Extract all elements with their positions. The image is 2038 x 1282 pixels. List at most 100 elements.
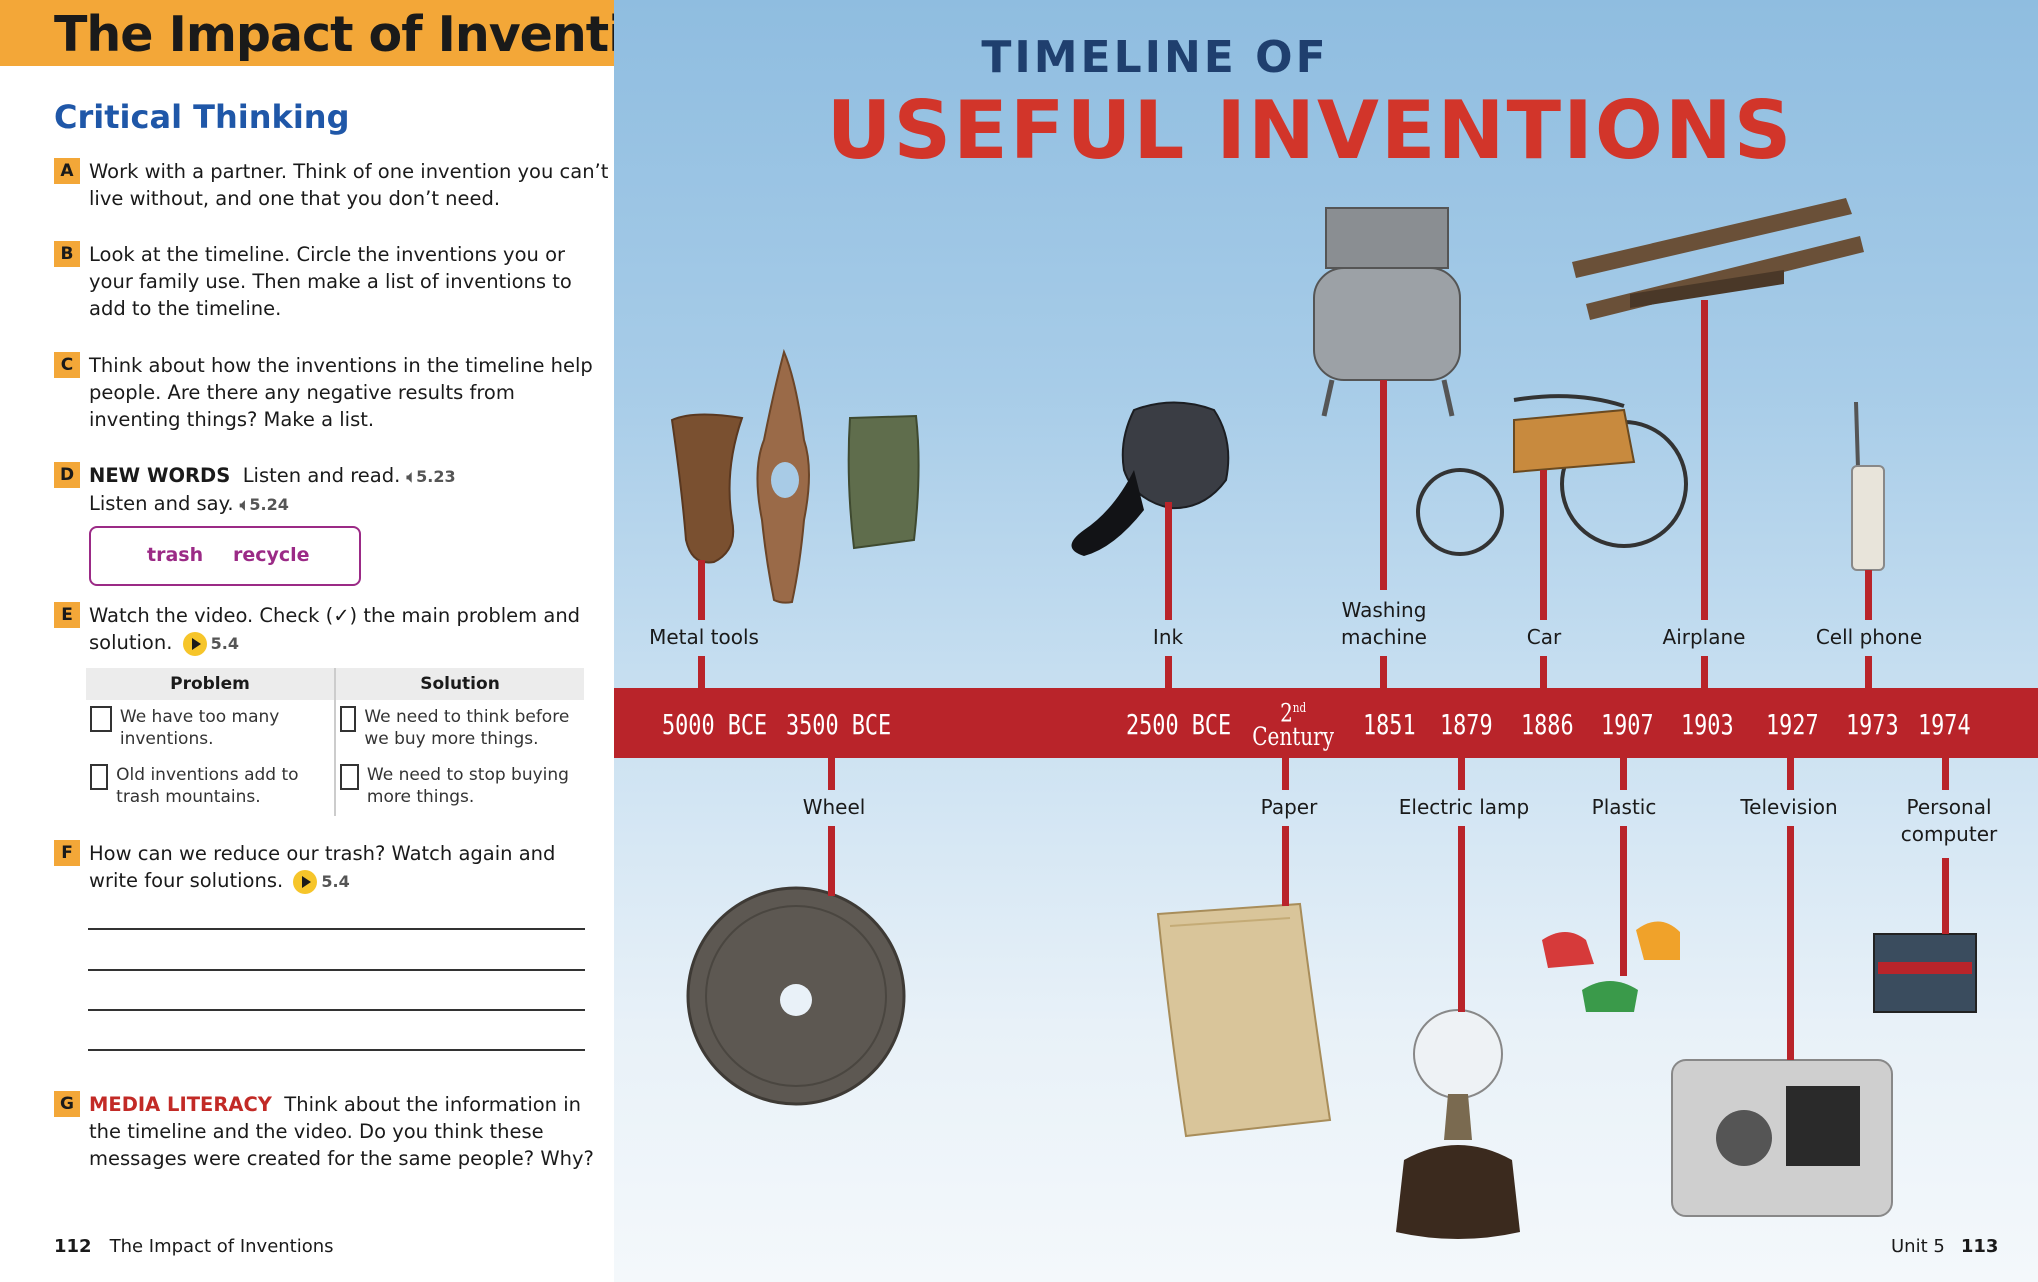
video-number[interactable]: 5.4 bbox=[321, 872, 350, 891]
footer-title: The Impact of Inventions bbox=[109, 1236, 334, 1257]
item-g-badge: G bbox=[54, 1091, 80, 1117]
checkbox[interactable] bbox=[340, 764, 359, 790]
label-plastic: Plastic bbox=[1591, 795, 1657, 819]
audio-track-1[interactable]: 5.23 bbox=[416, 467, 456, 486]
table-cell: We have too many inventions. bbox=[86, 700, 336, 758]
car-image bbox=[1416, 394, 1688, 556]
label-cell-phone: Cell phone bbox=[1815, 625, 1923, 649]
label-airplane: Airplane bbox=[1662, 625, 1746, 649]
label-electric-lamp: Electric lamp bbox=[1398, 795, 1530, 819]
item-f-text: How can we reduce our trash? Watch again… bbox=[89, 840, 609, 895]
year-3500-bce: 3500 BCE bbox=[786, 708, 892, 741]
item-a-badge: A bbox=[54, 158, 80, 184]
play-video-icon[interactable] bbox=[293, 869, 318, 894]
page-title-bar: The Impact of Inventions bbox=[0, 0, 720, 66]
word-recycle: recycle bbox=[233, 544, 310, 566]
stem-lamp bbox=[1458, 826, 1465, 1012]
checkbox[interactable] bbox=[340, 706, 357, 732]
stem-plastic-high bbox=[1620, 758, 1627, 790]
page-number: 113 bbox=[1960, 1236, 1999, 1257]
label-washing-line2: machine bbox=[1341, 625, 1427, 649]
stem-wheel-high bbox=[828, 758, 835, 790]
unit-label: Unit 5 bbox=[1891, 1236, 1945, 1257]
item-d-badge: D bbox=[54, 462, 80, 488]
new-words-box: trash recycle bbox=[89, 526, 361, 586]
stem-paper bbox=[1282, 826, 1289, 906]
stem-cell-phone bbox=[1865, 570, 1872, 620]
table-cell: Old inventions add to trash mountains. bbox=[86, 758, 336, 816]
stem-ink-low bbox=[1165, 656, 1172, 688]
stem-tv bbox=[1787, 826, 1794, 1060]
metal-tools-image bbox=[670, 348, 920, 604]
item-g-text: MEDIA LITERACY Think about the informati… bbox=[89, 1091, 609, 1172]
item-c-badge: C bbox=[54, 352, 80, 378]
video-number[interactable]: 5.4 bbox=[210, 634, 239, 653]
timeline-title-top: TIMELINE OF bbox=[981, 32, 1329, 83]
cell-text: We need to think before we buy more thin… bbox=[364, 707, 570, 749]
writing-line[interactable] bbox=[88, 1049, 585, 1051]
year-1851: 1851 bbox=[1363, 708, 1416, 741]
cell-text: We have too many inventions. bbox=[119, 707, 280, 749]
label-paper: Paper bbox=[1260, 795, 1318, 819]
checkbox[interactable] bbox=[90, 764, 109, 790]
audio-icon[interactable]: 🔈︎ bbox=[406, 467, 417, 486]
label-pc-line2: computer bbox=[1900, 822, 1998, 846]
writing-line[interactable] bbox=[88, 969, 585, 971]
play-video-icon[interactable] bbox=[182, 631, 207, 656]
year-1973: 1973 bbox=[1846, 708, 1899, 741]
plastic-toys-image bbox=[1542, 921, 1680, 1012]
stem-airplane-low bbox=[1701, 656, 1708, 688]
ink-bottle-image bbox=[1071, 401, 1230, 556]
timeline-title-main: USEFUL INVENTIONS bbox=[826, 84, 1794, 177]
left-page: The Impact of Inventions Critical Thinki… bbox=[0, 0, 720, 1282]
century-suffix: nd bbox=[1292, 701, 1307, 716]
century-number: 2 bbox=[1280, 698, 1293, 728]
stem-metal-tools-low bbox=[698, 656, 705, 688]
footer-left: 112 The Impact of Inventions bbox=[54, 1236, 334, 1257]
item-c-text: Think about how the inventions in the ti… bbox=[89, 354, 593, 431]
item-e-text: Watch the video. Check (✓) the main prob… bbox=[89, 602, 609, 657]
audio-icon[interactable]: 🔈︎ bbox=[239, 495, 250, 514]
wheel-image bbox=[686, 886, 906, 1106]
label-wheel: Wheel bbox=[802, 795, 866, 819]
label-ink: Ink bbox=[1152, 625, 1184, 649]
personal-computer-image bbox=[1873, 933, 1977, 1013]
stem-paper-high bbox=[1282, 758, 1289, 790]
label-car: Car bbox=[1526, 625, 1562, 649]
year-1927: 1927 bbox=[1766, 708, 1819, 741]
label-metal-tools: Metal tools bbox=[649, 625, 759, 649]
header-solution: Solution bbox=[335, 668, 584, 700]
writing-line[interactable] bbox=[88, 1009, 585, 1011]
year-1903: 1903 bbox=[1681, 708, 1734, 741]
page-number: 112 bbox=[54, 1236, 92, 1257]
table-header-row: Problem Solution bbox=[86, 668, 584, 700]
stem-washing-machine-low bbox=[1380, 656, 1387, 688]
item-f-body: How can we reduce our trash? Watch again… bbox=[89, 842, 556, 892]
timeline-band bbox=[614, 688, 2038, 758]
table-row: Old inventions add to trash mountains. W… bbox=[86, 758, 584, 816]
stem-pc bbox=[1942, 858, 1949, 934]
audio-track-2[interactable]: 5.24 bbox=[249, 495, 289, 514]
stem-ink bbox=[1165, 502, 1172, 620]
header-problem: Problem bbox=[86, 668, 336, 700]
stem-tv-high bbox=[1787, 758, 1794, 790]
new-words-label: NEW WORDS bbox=[89, 464, 231, 487]
checkbox[interactable] bbox=[90, 706, 112, 732]
year-1879: 1879 bbox=[1440, 708, 1493, 741]
stem-metal-tools bbox=[698, 560, 705, 620]
stem-plastic bbox=[1620, 826, 1627, 976]
paper-image bbox=[1156, 902, 1332, 1138]
cell-text: Old inventions add to trash mountains. bbox=[116, 765, 299, 807]
word-trash: trash bbox=[147, 544, 204, 566]
writing-line[interactable] bbox=[88, 928, 585, 930]
cell-phone-image bbox=[1851, 401, 1885, 571]
stem-car bbox=[1540, 470, 1547, 620]
listen-say-text: Listen and say. bbox=[89, 492, 234, 515]
stem-lamp-high bbox=[1458, 758, 1465, 790]
stem-wheel bbox=[828, 826, 835, 896]
century-word: Century bbox=[1252, 722, 1335, 752]
page-title: The Impact of Inventions bbox=[54, 6, 720, 63]
